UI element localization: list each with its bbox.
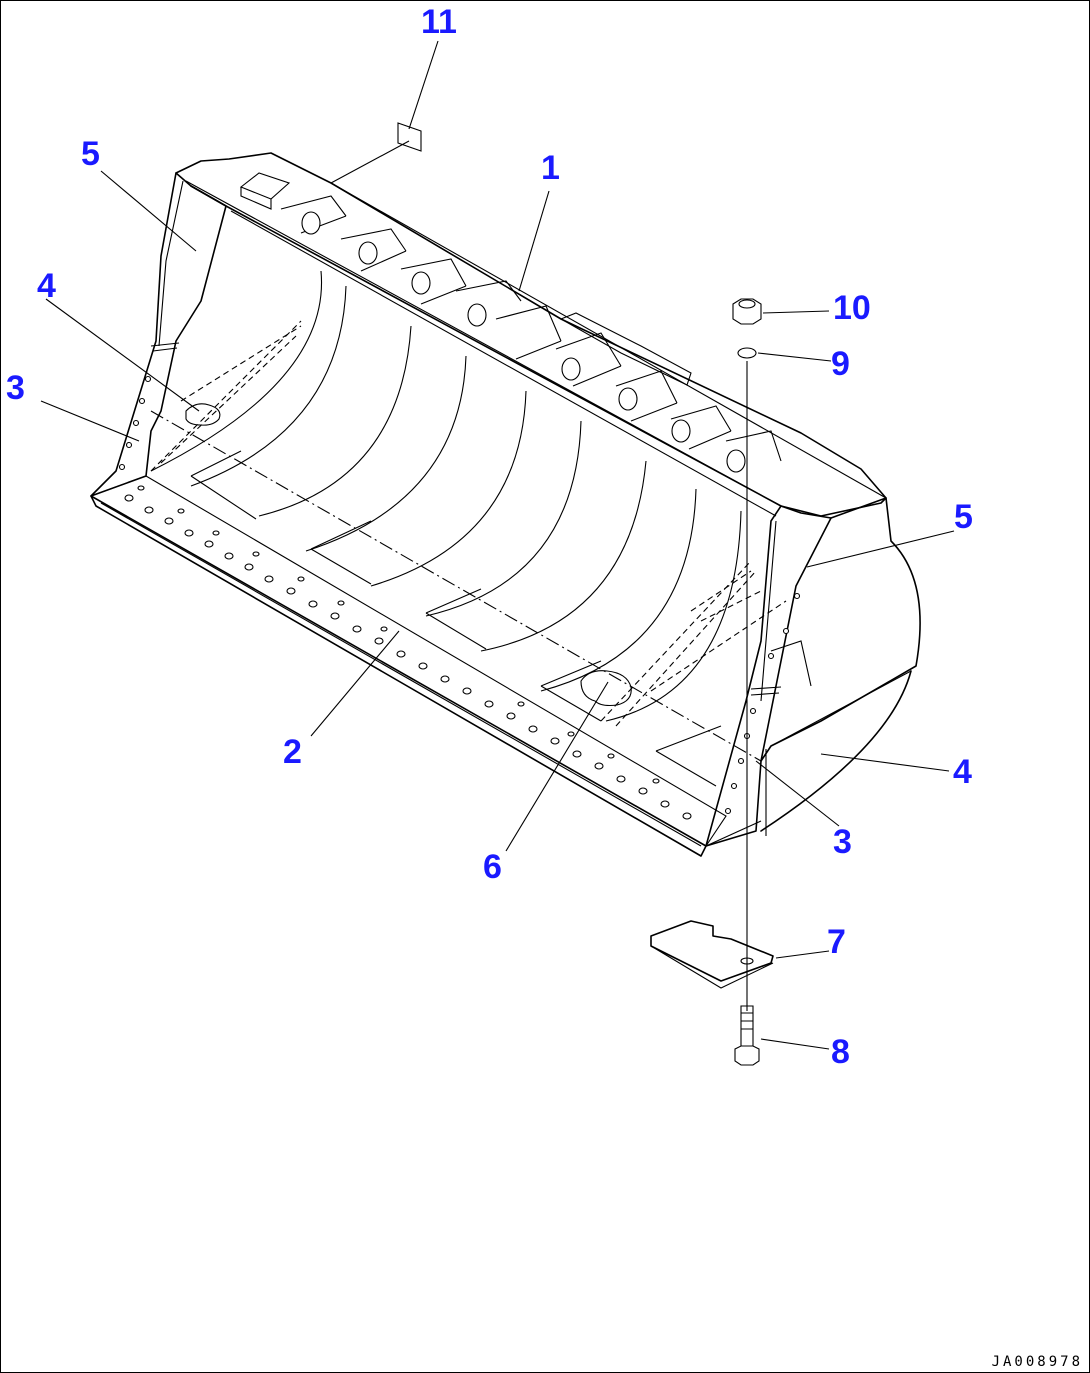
rail-holes [301, 211, 746, 473]
bucket-body [90, 152, 921, 857]
right-side-holes [724, 592, 801, 815]
wear-pad-left [185, 403, 221, 426]
callout-3-right: 3 [833, 823, 852, 861]
callout-1: 1 [541, 149, 560, 187]
callout-5-left: 5 [81, 135, 100, 173]
callout-2: 2 [283, 733, 302, 771]
left-side-holes [118, 375, 152, 471]
cutting-edge [90, 495, 707, 857]
plate-part-11 [397, 122, 422, 152]
right-side-plate [705, 505, 832, 847]
bolt-part-8 [734, 1005, 760, 1066]
washer-part-9 [737, 347, 757, 359]
callout-11: 11 [421, 3, 457, 41]
shim-plate-part-7 [650, 920, 774, 982]
callout-5-right: 5 [954, 498, 973, 536]
callout-8: 8 [831, 1033, 850, 1071]
callout-labels: 11 1 5 4 3 10 9 5 2 4 3 6 7 8 [6, 3, 973, 1071]
callout-9: 9 [831, 345, 850, 383]
drawing-number: JA008978 [991, 1354, 1083, 1370]
callout-3-left: 3 [6, 369, 25, 407]
callout-6: 6 [483, 848, 502, 886]
callout-7: 7 [827, 923, 846, 961]
callout-4-right: 4 [953, 753, 972, 791]
top-rail [175, 152, 887, 517]
callout-10: 10 [833, 289, 871, 327]
left-side-plate [90, 172, 227, 497]
callout-4-left: 4 [37, 267, 56, 305]
rear-skin [760, 497, 921, 762]
wear-pad-center [580, 670, 632, 707]
leader-lines [40, 40, 955, 1050]
nut-part-10 [732, 298, 762, 325]
cutting-edge-holes [124, 485, 692, 820]
